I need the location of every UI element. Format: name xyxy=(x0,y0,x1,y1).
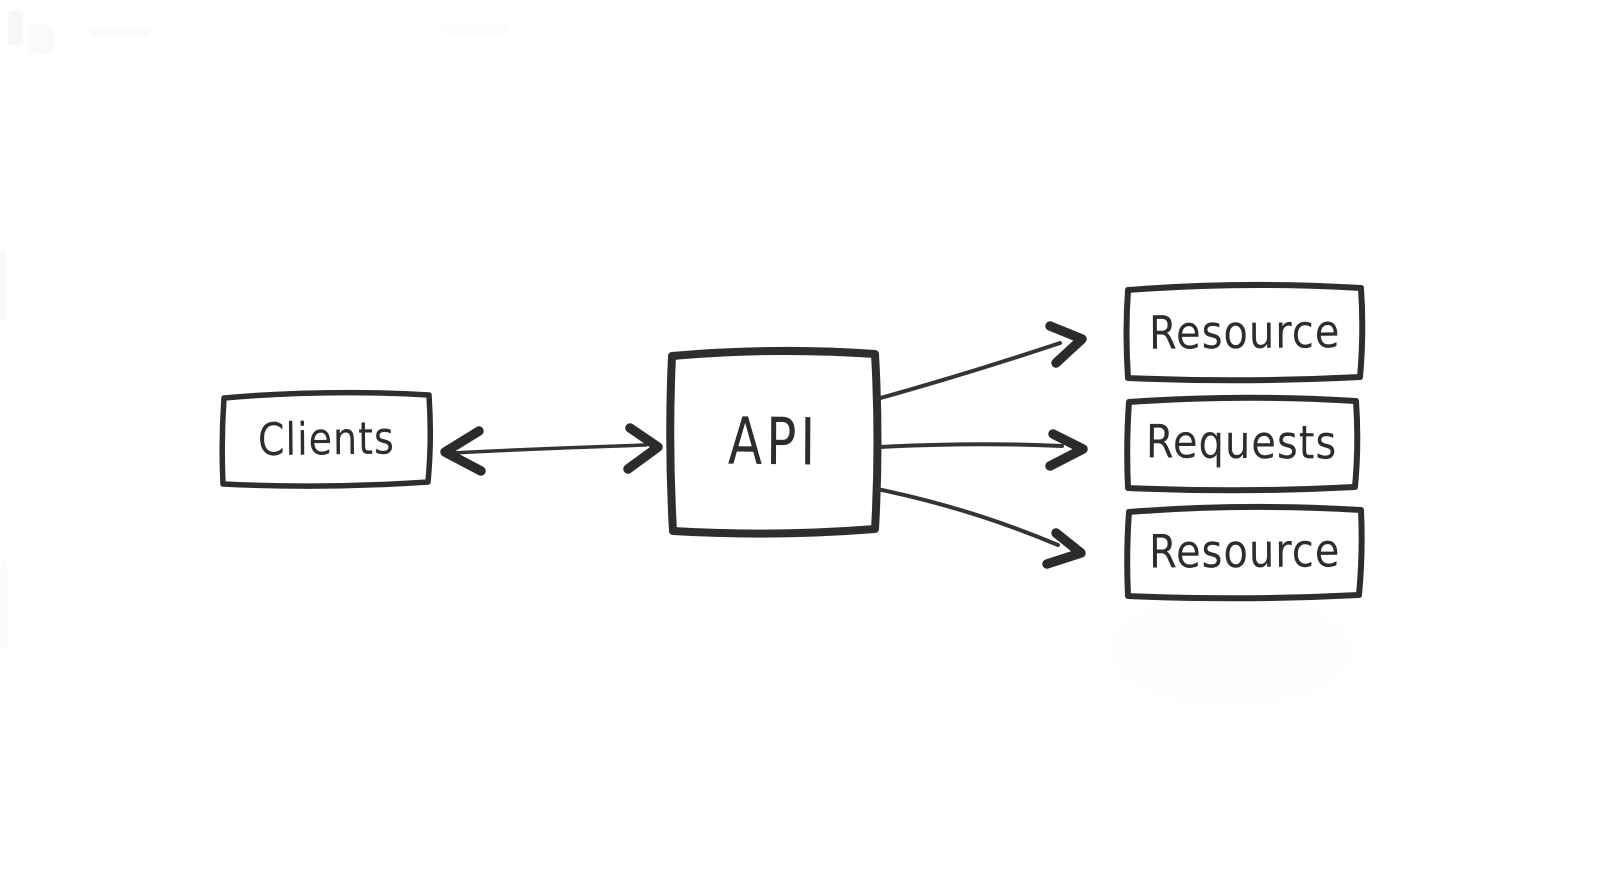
resource-top-label: Resource xyxy=(1148,305,1341,360)
clients-label: Clients xyxy=(257,412,395,466)
requests-label: Requests xyxy=(1146,415,1338,471)
edge-api-resource-top xyxy=(875,321,1087,401)
clients-box xyxy=(219,389,434,489)
arrowhead-icon xyxy=(1045,429,1088,471)
arrowhead-icon xyxy=(1042,528,1086,569)
api-box xyxy=(666,346,882,538)
requests-node: Requests xyxy=(1128,398,1356,488)
arrowhead-icon xyxy=(1045,321,1087,368)
resource-bottom-node: Resource xyxy=(1128,508,1361,596)
edge-api-requests xyxy=(878,429,1088,471)
resource-top-node: Resource xyxy=(1128,285,1361,380)
arrowhead-right-icon xyxy=(623,423,663,474)
edge-api-resource-bottom xyxy=(875,487,1086,569)
clients-node: Clients xyxy=(222,393,430,485)
requests-box xyxy=(1124,394,1361,494)
resource-top-box xyxy=(1123,281,1366,384)
paper-smudges xyxy=(0,10,1350,705)
arrowhead-left-icon xyxy=(440,426,486,476)
resource-bottom-label: Resource xyxy=(1148,524,1341,580)
resource-bottom-box xyxy=(1124,503,1365,602)
api-label: API xyxy=(728,403,820,481)
edge-clients-api xyxy=(440,423,663,476)
api-node: API xyxy=(672,352,876,532)
